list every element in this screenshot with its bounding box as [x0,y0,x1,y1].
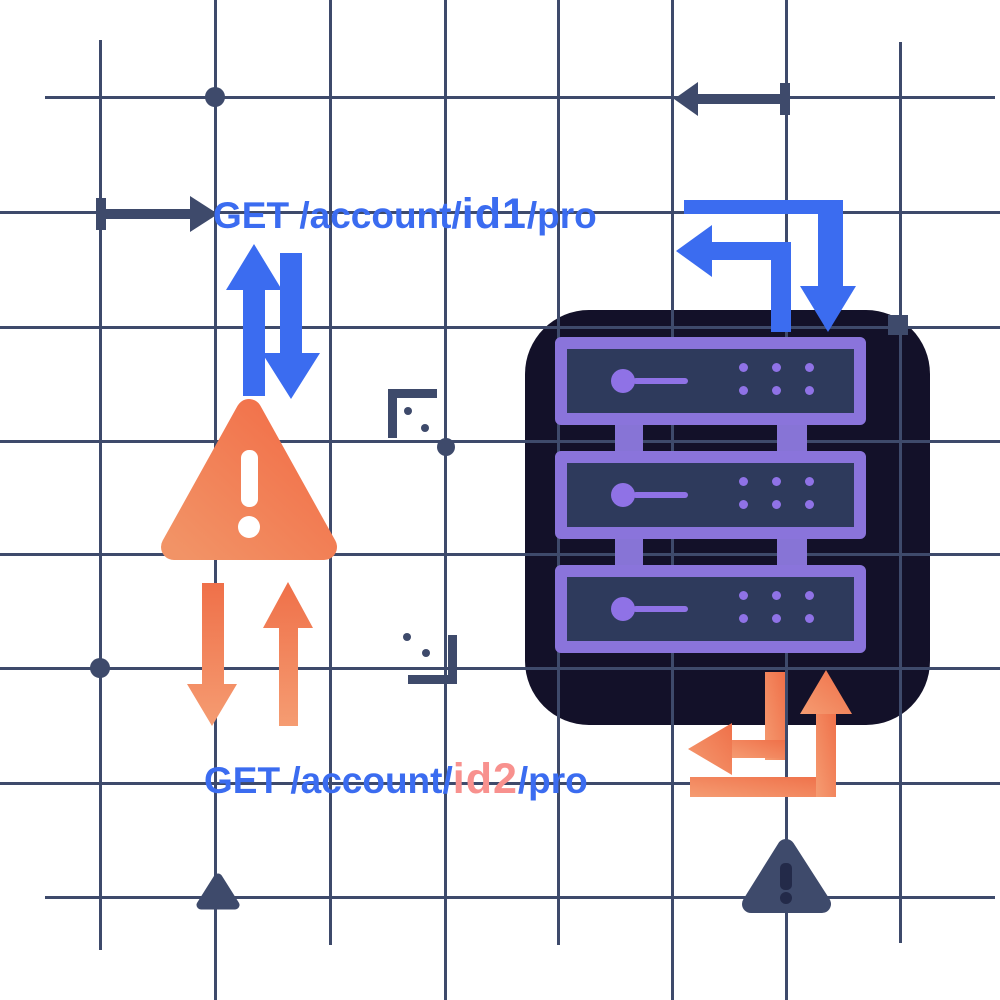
bracket-dot [421,424,429,432]
server-connector [615,420,643,456]
server-led [739,591,748,600]
server-led [739,363,748,372]
grid-line [444,0,447,1000]
server-led [772,363,781,372]
server-led [772,477,781,486]
server-connector [777,534,807,570]
request-label-2: GET /account/id2/pro [204,758,588,801]
request-label-1: GET /account/id1/pro [213,193,597,236]
grid-line [45,896,995,899]
server-led [805,591,814,600]
request-1-id: id1 [461,190,527,238]
arrow-left-dark-icon [674,82,790,116]
grid-line [0,440,1000,443]
server-knob-icon [611,597,635,621]
server-knob-icon [611,483,635,507]
server-led [772,500,781,509]
server-knob-icon [611,369,635,393]
grid-line [0,211,1000,214]
server-unit [555,565,866,653]
server-unit [555,451,866,539]
corner-bracket-bottom-right-icon [408,635,457,684]
exclamation-bar [241,450,258,507]
exclamation-bar [780,863,792,890]
grid-dot-icon [437,438,455,456]
server-led [739,500,748,509]
server-led [805,477,814,486]
server-led [805,386,814,395]
grid-dot-icon [90,658,110,678]
grid-line [0,326,1000,329]
grid-line [0,667,1000,670]
grid-triangle-icon [196,873,240,910]
bracket-dot [403,633,411,641]
server-led [739,386,748,395]
bracket-dot [422,649,430,657]
server-connector [777,420,807,456]
server-led [805,614,814,623]
arrow-down-orange-icon [187,583,237,726]
arrow-up-blue-icon [226,244,282,396]
server-knob-line [633,492,688,498]
server-led [739,614,748,623]
grid-line [99,40,102,950]
exclamation-dot [238,516,260,538]
server-led [805,500,814,509]
grid-line [329,0,332,945]
request-2-prefix: GET /account/ [204,760,453,801]
server-unit [555,337,866,425]
server-knob-line [633,378,688,384]
grid-square-icon [888,315,908,335]
arrow-down-blue-icon [262,253,320,399]
server-led [772,386,781,395]
bracket-dot [404,407,412,415]
server-connector [615,534,643,570]
grid-dot-icon [205,87,225,107]
elbow-arrow-blue-request-icon [684,200,856,332]
elbow-arrow-orange-response-icon [688,672,785,775]
server-led [739,477,748,486]
grid-line [899,42,902,943]
grid-line [0,782,1000,785]
grid-line [0,553,1000,556]
elbow-arrow-blue-response-icon [676,225,791,332]
arrow-up-orange-icon [263,582,313,726]
warning-triangle-orange-icon [161,399,337,560]
request-2-id: id2 [452,755,518,803]
server-knob-line [633,606,688,612]
elbow-arrow-orange-request-icon [690,670,852,797]
server-led [772,591,781,600]
warning-triangle-dark-icon [742,839,831,913]
corner-bracket-top-left-icon [388,389,437,438]
grid-line [45,96,995,99]
request-1-prefix: GET /account/ [213,195,462,236]
request-2-suffix: /pro [517,760,588,801]
arrow-right-dark-icon [96,196,218,232]
server-led [805,363,814,372]
request-1-suffix: /pro [526,195,597,236]
server-led [772,614,781,623]
exclamation-dot [780,892,792,904]
